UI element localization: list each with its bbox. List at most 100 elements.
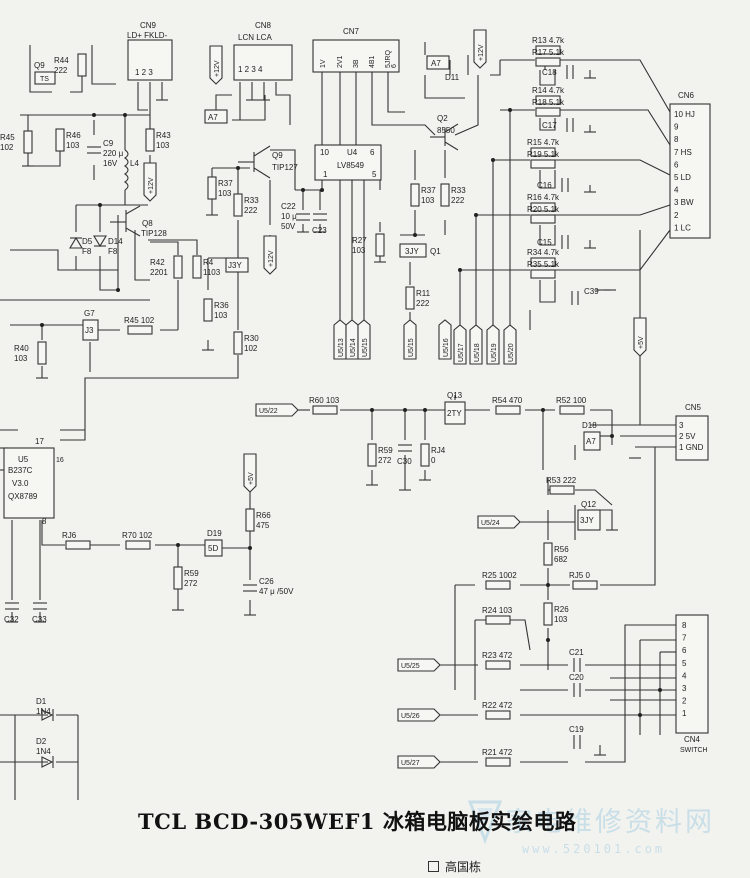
g7-marking: J3 xyxy=(85,326,94,335)
net-label: U5/14 xyxy=(345,319,359,360)
r36-value: 103 xyxy=(214,311,228,320)
r25-label: R25 1002 xyxy=(482,571,517,580)
c9-value: 220 μ xyxy=(103,149,124,158)
r11-value: 222 xyxy=(416,299,430,308)
transistor-q1: 3JY Q1 xyxy=(399,243,441,258)
g7-label: G7 xyxy=(84,309,95,318)
r4-value: 1103 xyxy=(203,268,221,277)
c39-label: C39 xyxy=(584,287,599,296)
schematic-title: TCL BCD-305WEF1 冰箱电脑板实绘电路 xyxy=(138,809,577,834)
capacitor-c19: C19 xyxy=(569,725,584,749)
net-label-text: U5/15 xyxy=(362,338,369,357)
r26-label: R26 xyxy=(554,605,569,614)
d14-label: D14 xyxy=(108,237,123,246)
r60-label: R60 103 xyxy=(309,396,340,405)
resistor-r14: R14 4.7k xyxy=(532,86,565,105)
transistor-j3y: J3Y xyxy=(225,257,249,273)
cn6-pin: 7 HS xyxy=(674,148,692,157)
c22-label: C22 xyxy=(281,202,296,211)
l4-label: L4 xyxy=(130,159,139,168)
u4-name: U4 xyxy=(347,148,358,157)
cn6-pin: 5 LD xyxy=(674,173,691,182)
r37a-value: 103 xyxy=(218,189,232,198)
capacitor-c39: C39 xyxy=(571,287,599,305)
watermark-site: 家电维修资料网 xyxy=(505,807,715,838)
r24-label: R24 103 xyxy=(482,606,513,615)
power-label-text: +12V xyxy=(268,250,275,267)
net-label: U5/16 xyxy=(438,319,452,360)
cn9-pin-names: LD+ FKLD- xyxy=(127,31,168,40)
r30-value: 102 xyxy=(244,344,258,353)
q9b-label: Q9 xyxy=(272,151,283,160)
r59a-label: R59 xyxy=(378,446,393,455)
capacitor-c20: C20 xyxy=(569,673,584,697)
power-label-text: +5V xyxy=(248,472,255,485)
transistor-q13: Q13 2TY xyxy=(444,391,466,425)
net-label: U5/22 xyxy=(255,403,299,417)
diode-d19: D19 5D xyxy=(204,529,223,557)
d18-marking: A7 xyxy=(586,437,596,446)
power-label: +5V xyxy=(633,317,647,357)
r37a-label: R37 xyxy=(218,179,233,188)
r15-label: R15 4.7k xyxy=(527,138,560,147)
cn8-pin-numbers: 1 2 3 4 xyxy=(238,65,263,74)
r27-label: R27 xyxy=(352,236,367,245)
net-label: U5/19 xyxy=(486,324,500,365)
r35-label: R35 5.1k xyxy=(527,260,560,269)
u4-pin-10: 10 xyxy=(320,148,329,157)
resistor-r23: R23 472 xyxy=(482,651,513,670)
diode-d14: D14 F8 xyxy=(93,235,123,256)
d19-marking: 5D xyxy=(208,544,218,553)
d5-label: D5 xyxy=(82,237,93,246)
capacitor-c32: C32 xyxy=(4,602,19,624)
diode-d2: D2 1N4 xyxy=(36,737,54,768)
junction-dots xyxy=(40,58,662,717)
resistor-r20: R20 5.1k xyxy=(527,205,560,224)
c18-label: C18 xyxy=(542,68,557,77)
cn5-pin-2: 2 5V xyxy=(679,432,696,441)
d1-label: D1 xyxy=(36,697,47,706)
cn7-label: CN7 xyxy=(343,27,360,36)
d19-label: D19 xyxy=(207,529,222,538)
cn4-label: CN4 xyxy=(684,735,701,744)
resistor-r60: R60 103 xyxy=(309,396,340,415)
cn7-pin-6: 6 xyxy=(391,64,398,68)
net-label-text: U5/22 xyxy=(259,408,278,415)
cn7-pin-4: 4B1 xyxy=(369,55,376,68)
r56-label: R56 xyxy=(554,545,569,554)
q12-marking: 3JY xyxy=(580,516,594,525)
connector-cn5: CN5 3 2 5V 1 GND xyxy=(675,403,709,461)
chip-u4: 10 6 1 5 U4 LV8549 xyxy=(314,144,382,181)
author-credit: 高国栋 xyxy=(428,858,481,875)
capacitor-c16: C16 xyxy=(537,178,569,192)
capacitor-c21: C21 xyxy=(569,648,584,672)
chip-u5: 17 16 8 U5 B237C V3.0 QX8789 xyxy=(3,437,64,526)
u4-model: LV8549 xyxy=(337,161,365,170)
watermark-logo-icon xyxy=(468,800,502,844)
r19-label: R19 5.1k xyxy=(527,150,560,159)
capacitor-c15: C15 xyxy=(537,235,569,249)
r45a-value: 102 xyxy=(0,143,14,152)
capacitor-c33: C33 xyxy=(32,602,47,624)
r43-label: R43 xyxy=(156,131,171,140)
net-label-text: U5/14 xyxy=(350,338,357,357)
cn8-label: CN8 xyxy=(255,21,272,30)
checkbox-icon xyxy=(428,861,439,872)
diode-d18: D18 A7 xyxy=(582,421,601,451)
net-label-text: U5/25 xyxy=(401,663,420,670)
power-label-text: +12V xyxy=(214,60,221,77)
r42-value: 2201 xyxy=(150,268,168,277)
cn8-pin-names: LCN LCA xyxy=(238,33,272,42)
power-label-text: +12V xyxy=(148,177,155,194)
c21-label: C21 xyxy=(569,648,584,657)
power-label: +12V xyxy=(263,235,277,275)
c15-label: C15 xyxy=(537,238,552,247)
r59b-value: 272 xyxy=(184,579,198,588)
diode-d11: A7 D11 xyxy=(426,55,460,82)
transistor-q2: Q2 8550 xyxy=(430,114,459,151)
